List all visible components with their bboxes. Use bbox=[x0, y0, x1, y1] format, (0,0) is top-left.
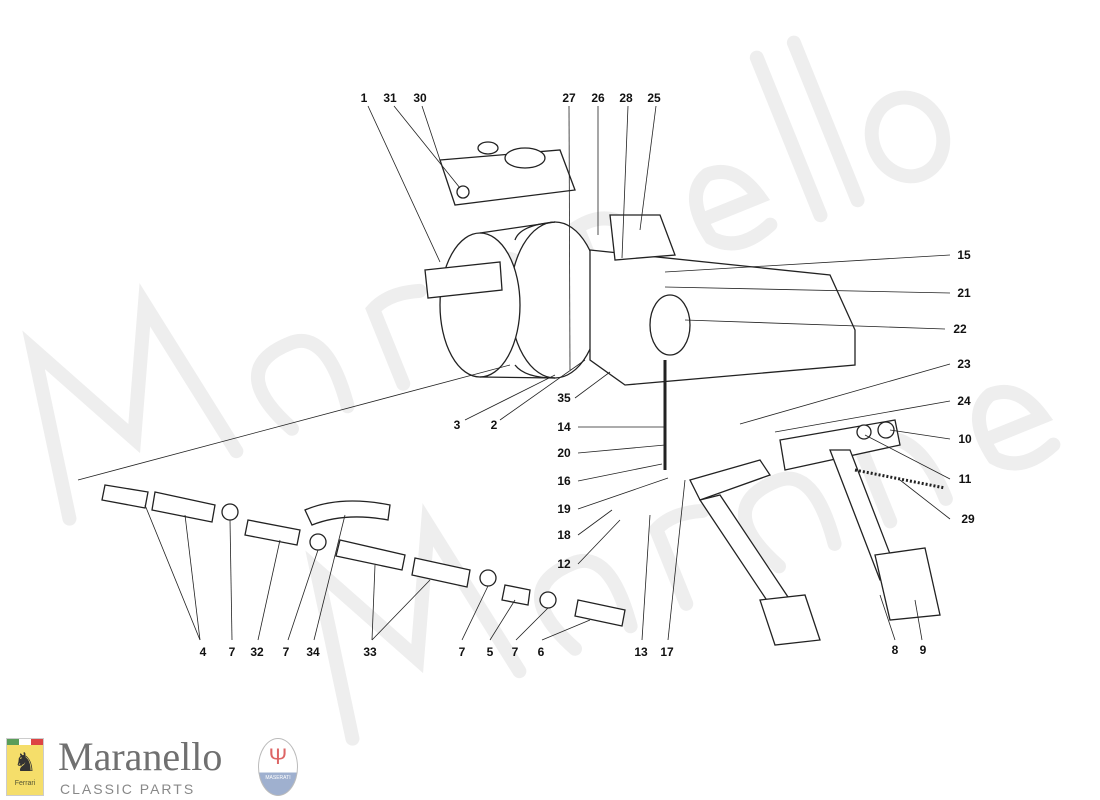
maserati-logo-text: MASERATI bbox=[265, 775, 291, 781]
callout-27[interactable]: 27 bbox=[562, 91, 576, 105]
callout-25[interactable]: 25 bbox=[647, 91, 661, 105]
callout-29[interactable]: 29 bbox=[961, 512, 975, 526]
callout-28[interactable]: 28 bbox=[619, 91, 633, 105]
trident-icon: Ψ bbox=[268, 744, 288, 769]
brake-booster bbox=[424, 185, 601, 379]
callout-12[interactable]: 12 bbox=[557, 557, 571, 571]
callout-15[interactable]: 15 bbox=[957, 248, 971, 262]
callout-4[interactable]: 4 bbox=[199, 645, 207, 659]
callout-20[interactable]: 20 bbox=[557, 446, 571, 460]
callout-35[interactable]: 35 bbox=[557, 391, 571, 405]
callout-18[interactable]: 18 bbox=[557, 528, 571, 542]
pedal-box-housing bbox=[589, 214, 856, 470]
callout-2[interactable]: 2 bbox=[490, 418, 498, 432]
callout-14[interactable]: 14 bbox=[557, 420, 571, 434]
italian-flag-stripe bbox=[7, 739, 43, 745]
ferrari-logo-text: Ferrari bbox=[14, 780, 36, 787]
callout-33[interactable]: 33 bbox=[363, 645, 377, 659]
callout-6[interactable]: 6 bbox=[537, 645, 545, 659]
callout-22[interactable]: 22 bbox=[953, 322, 967, 336]
callout-5[interactable]: 5 bbox=[486, 645, 494, 659]
brand-name: Maranello bbox=[58, 734, 223, 779]
callout-10[interactable]: 10 bbox=[958, 432, 972, 446]
callout-7b[interactable]: 7 bbox=[282, 645, 290, 659]
leader-lines bbox=[144, 105, 951, 641]
fluid-reservoir bbox=[439, 141, 576, 206]
callout-24[interactable]: 24 bbox=[957, 394, 971, 408]
callout-8[interactable]: 8 bbox=[891, 643, 899, 657]
maserati-logo: Ψ MASERATI bbox=[258, 738, 298, 796]
callout-32[interactable]: 32 bbox=[250, 645, 264, 659]
prancing-horse-icon: ♞ bbox=[13, 747, 37, 777]
callout-23[interactable]: 23 bbox=[957, 357, 971, 371]
callout-7[interactable]: 7 bbox=[228, 645, 236, 659]
callout-13[interactable]: 13 bbox=[634, 645, 648, 659]
callout-7c[interactable]: 7 bbox=[458, 645, 466, 659]
callout-21[interactable]: 21 bbox=[957, 286, 971, 300]
pedals bbox=[689, 419, 946, 646]
callout-17[interactable]: 17 bbox=[660, 645, 674, 659]
callout-19[interactable]: 19 bbox=[557, 502, 571, 516]
callout-31[interactable]: 31 bbox=[383, 91, 397, 105]
callout-26[interactable]: 26 bbox=[591, 91, 605, 105]
brand-subtitle: CLASSIC PARTS bbox=[60, 781, 196, 797]
hoses bbox=[77, 364, 626, 627]
callout-3[interactable]: 3 bbox=[453, 418, 461, 432]
callout-16[interactable]: 16 bbox=[557, 474, 571, 488]
callout-11[interactable]: 11 bbox=[958, 472, 972, 486]
callout-34[interactable]: 34 bbox=[306, 645, 320, 659]
callout-30[interactable]: 30 bbox=[413, 91, 427, 105]
callout-7d[interactable]: 7 bbox=[511, 645, 519, 659]
callout-9[interactable]: 9 bbox=[919, 643, 927, 657]
ferrari-logo: ♞ Ferrari bbox=[6, 738, 44, 796]
callout-1[interactable]: 1 bbox=[360, 91, 368, 105]
